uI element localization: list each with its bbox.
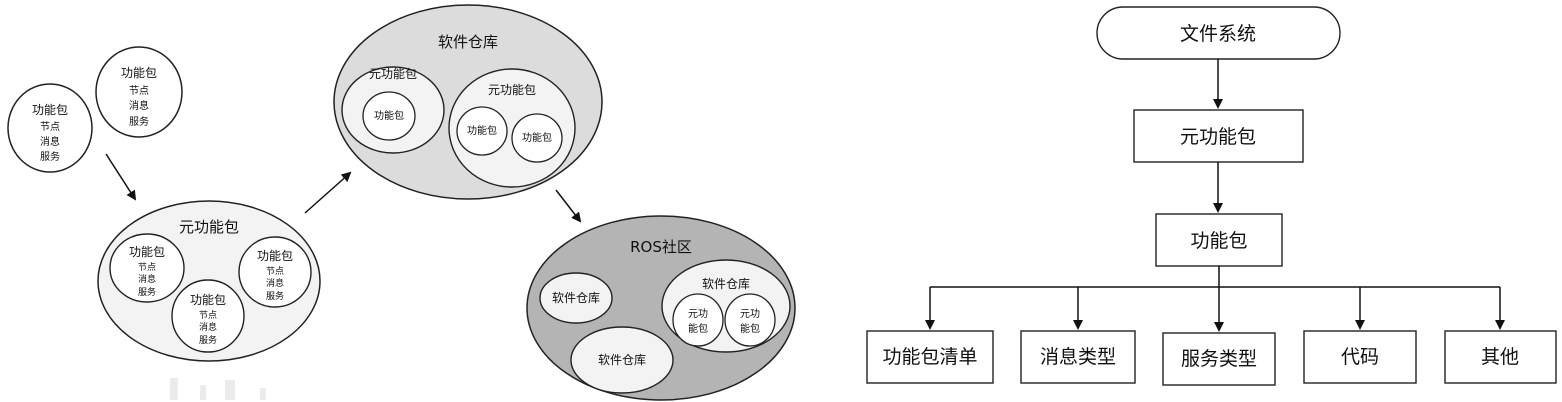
faint-smudge [170, 378, 266, 400]
standalone-package-2: 功能包 节点 消息 服务 [95, 46, 183, 138]
repo-package [456, 106, 508, 156]
tree-leaf-label: 其他 [1481, 346, 1519, 368]
repo-package-label: 功能包 [374, 109, 404, 122]
inner-package-item: 消息 [199, 321, 217, 333]
community-repo-a [539, 272, 613, 324]
arrow-metapackage-to-repository [304, 171, 352, 214]
package-title: 功能包 [121, 66, 157, 80]
package-item-service: 服务 [129, 115, 149, 128]
community-meta-label: 元功能包 [688, 308, 708, 335]
inner-package-item: 服务 [199, 334, 217, 346]
inner-package-item: 节点 [199, 310, 217, 321]
package-item-node: 节点 [40, 121, 60, 133]
ros-community-title: ROS社区 [630, 238, 692, 256]
inner-package-item: 节点 [266, 266, 284, 277]
tree-leaf-label: 服务类型 [1181, 348, 1257, 370]
community-repo-b [570, 326, 674, 394]
package-circle [7, 83, 93, 173]
inner-package-item: 服务 [266, 290, 284, 302]
inner-package-1 [109, 233, 185, 303]
package-circle [95, 46, 183, 138]
left-diagram: 功能包 节点 消息 服务 功能包 节点 消息 服务 元功能包 功能包 节点 消息… [7, 4, 796, 401]
metapackage-title: 元功能包 [179, 218, 239, 236]
tree-level1-label: 元功能包 [1180, 126, 1256, 148]
community-repo-b-label: 软件仓库 [598, 352, 646, 367]
right-tree: 文件系统 元功能包 功能包 功能包清单 消息类型 服务类型 代码 其他 [866, 6, 1557, 386]
arrow-packages-to-metapackage [105, 153, 137, 201]
repo-package-label: 功能包 [467, 124, 497, 137]
repo-package-label: 功能包 [522, 131, 552, 144]
community-meta-labels: 元功能包 元功能包 [688, 308, 760, 335]
tree-level1-node [1133, 109, 1304, 163]
repo-metapackage-a-title: 元功能包 [369, 67, 417, 81]
package-item-message: 消息 [40, 135, 60, 148]
ros-community-group: ROS社区 软件仓库 软件仓库 软件仓库 元功能包 元功能包 [526, 215, 796, 401]
repo-metapackage-b-title: 元功能包 [488, 83, 536, 97]
inner-package-title: 功能包 [129, 245, 165, 259]
inner-package-2 [238, 236, 312, 308]
package-title: 功能包 [32, 103, 68, 117]
tree-leaf-node [1303, 330, 1417, 384]
package-item-service: 服务 [40, 150, 60, 163]
tree-leaf-node [866, 330, 994, 384]
tree-level2-label: 功能包 [1190, 230, 1247, 252]
inner-package-item: 消息 [266, 277, 284, 289]
package-item-node: 节点 [129, 85, 149, 97]
inner-package-title: 功能包 [190, 293, 226, 307]
repository-group: 软件仓库 元功能包 功能包 元功能包 功能包 功能包 [333, 4, 603, 200]
community-repo-c-title: 软件仓库 [702, 276, 750, 291]
inner-package-item: 服务 [138, 286, 156, 298]
tree-leaf-node [1444, 330, 1557, 384]
tree-root-label: 文件系统 [1180, 23, 1256, 45]
repo-package [511, 113, 563, 163]
tree-leaf-label: 功能包清单 [882, 346, 977, 368]
inner-package-title: 功能包 [257, 249, 293, 263]
package-item-message: 消息 [129, 99, 149, 112]
community-meta-label: 元功能包 [740, 308, 760, 335]
tree-leaf-node [1020, 330, 1136, 384]
tree-leaf-node [1162, 332, 1276, 386]
metapackage-group: 元功能包 功能包 节点 消息 服务 功能包 节点 消息 服务 功能包 节点 消息… [97, 200, 321, 362]
standalone-package-1: 功能包 节点 消息 服务 [7, 83, 93, 173]
tree-leaf-label: 代码 [1341, 346, 1379, 368]
repo-package [362, 91, 416, 141]
inner-package-item: 节点 [138, 262, 156, 273]
inner-package-item: 消息 [138, 273, 156, 285]
inner-package-3 [171, 279, 245, 353]
repository-title: 软件仓库 [438, 33, 498, 51]
community-repo-a-label: 软件仓库 [552, 290, 600, 305]
arrow-repository-to-community [555, 189, 582, 223]
community-meta-a [672, 293, 724, 347]
community-meta-b [724, 293, 776, 347]
tree-leaf-label: 消息类型 [1040, 346, 1116, 368]
